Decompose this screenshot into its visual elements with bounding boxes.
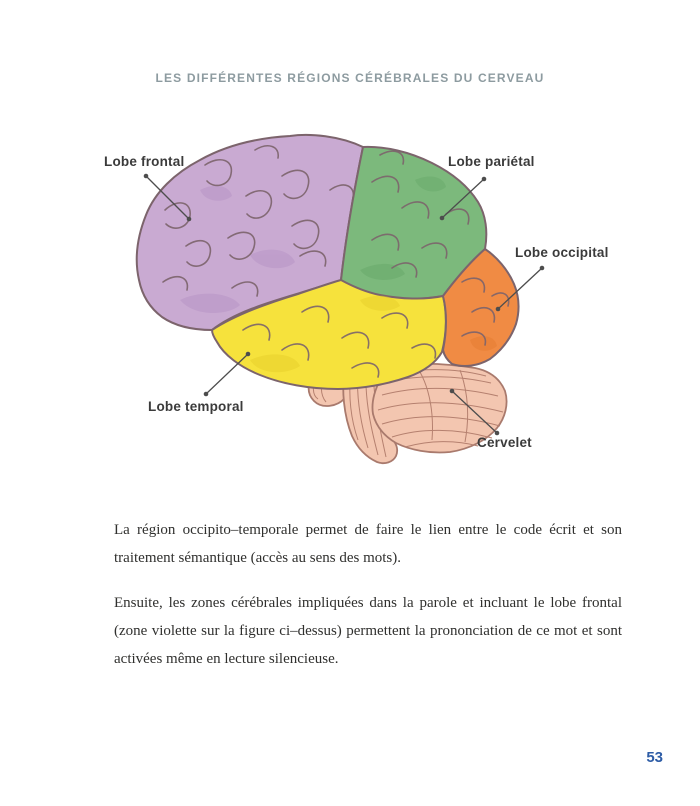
cerebellum-shape (371, 362, 508, 454)
label-lobe-parietal: Lobe pariétal (448, 154, 535, 169)
label-lobe-frontal: Lobe frontal (104, 154, 185, 169)
label-cervelet: Cervelet (477, 435, 532, 450)
pointer-line-temporal (205, 353, 249, 395)
pointer-lines (145, 175, 543, 434)
pointer-line-parietal (441, 178, 485, 219)
pointer-line-frontal (145, 175, 190, 220)
paragraph-zones-cerebrales: Ensuite, les zones cérébrales impliquées… (114, 595, 622, 667)
sulci-lines (162, 145, 510, 378)
cerebrum (135, 133, 520, 390)
lobe-shading (180, 176, 497, 373)
label-lobe-temporal: Lobe temporal (148, 399, 244, 414)
pointer-line-occipital (497, 267, 543, 310)
cerebellum (371, 362, 508, 454)
brain-diagram (135, 133, 545, 465)
paragraph-occipito-temporale: La région occipito–temporale permet de f… (114, 522, 622, 566)
pointer-line-cervelet (451, 390, 498, 434)
label-lobe-occipital: Lobe occipital (515, 245, 609, 260)
body-text: La région occipito–temporale permet de f… (114, 516, 622, 690)
page-number: 53 (646, 749, 663, 766)
page-title: LES DIFFÉRENTES RÉGIONS CÉRÉBRALES DU CE… (155, 71, 545, 85)
pointer-dots (143, 173, 545, 436)
